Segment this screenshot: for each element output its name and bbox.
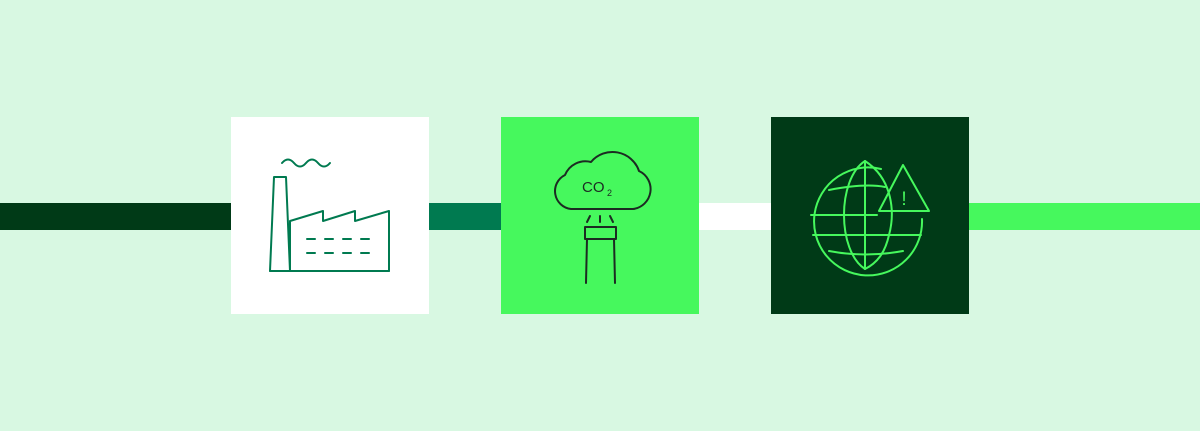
co2-emission-icon: CO 2: [554, 150, 652, 284]
warning-exclamation: !: [901, 189, 906, 210]
co2-emission-tile: CO 2: [501, 117, 699, 314]
globe-warning-icon: !: [810, 160, 930, 277]
factory-icon: [269, 158, 390, 272]
connector-band-factory-co2: [429, 203, 501, 230]
co2-label: CO: [582, 179, 605, 196]
factory-tile: [231, 117, 429, 314]
connector-band-co2-globe: [699, 203, 771, 230]
connector-band-start: [0, 203, 231, 230]
co2-subscript: 2: [607, 188, 612, 198]
globe-warning-tile: !: [771, 117, 969, 314]
connector-band-end: [969, 203, 1200, 230]
